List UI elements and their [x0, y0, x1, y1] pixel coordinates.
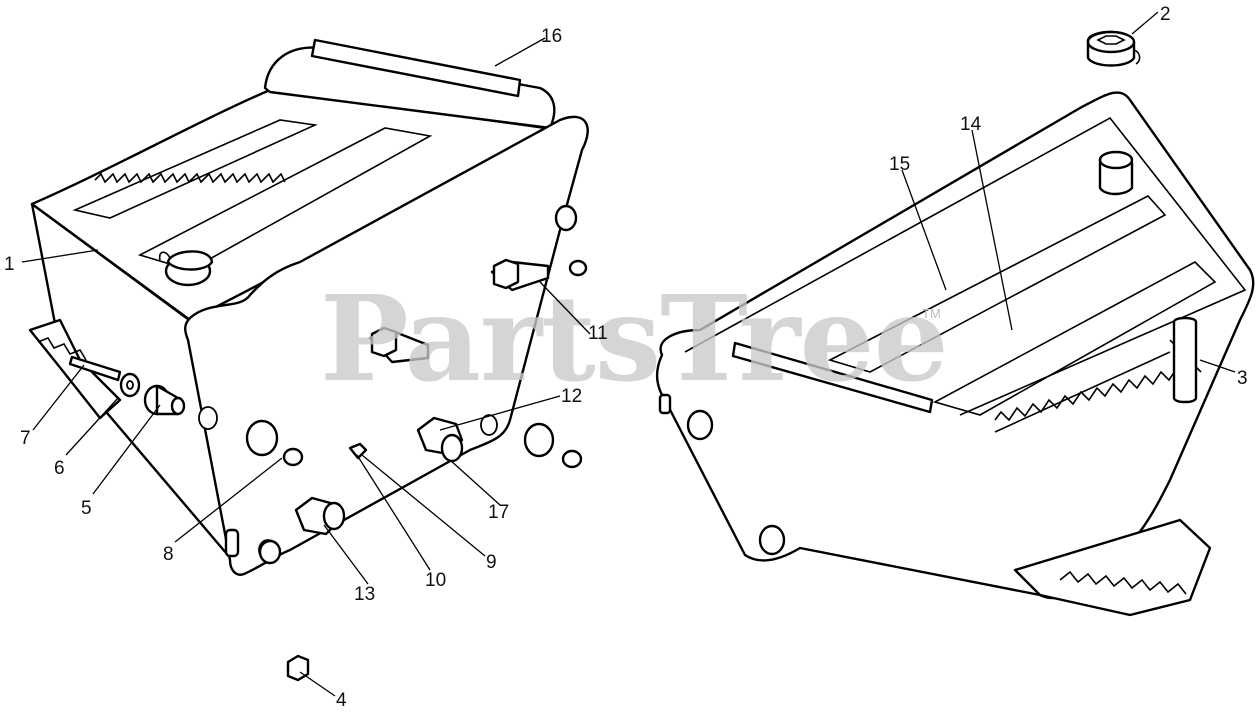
callout-10: 10 — [425, 570, 446, 591]
watermark-trademark: TM — [922, 306, 941, 321]
watermark: PartsTree TM — [320, 269, 949, 408]
callout-9: 9 — [486, 552, 497, 573]
leader-lines — [21, 11, 1236, 697]
callout-16: 16 — [541, 26, 562, 47]
callout-13: 13 — [354, 584, 375, 605]
left-hardware — [68, 204, 588, 682]
callout-numbers: 1 2 3 4 5 6 7 8 9 10 11 12 13 14 15 16 1… — [4, 4, 1248, 711]
callout-5: 5 — [81, 498, 92, 519]
filler-cap-2 — [1086, 30, 1141, 67]
callout-14: 14 — [960, 114, 982, 135]
callout-17: 17 — [488, 502, 509, 523]
callout-4: 4 — [336, 690, 347, 711]
callout-3: 3 — [1237, 368, 1248, 389]
callout-8: 8 — [163, 544, 174, 565]
callout-1: 1 — [4, 254, 15, 275]
right-hydraulic-tank — [655, 91, 1255, 617]
callout-11: 11 — [588, 323, 608, 344]
callout-12: 12 — [561, 386, 582, 407]
rubber-strip-16 — [310, 38, 522, 98]
callout-6: 6 — [54, 458, 65, 479]
callout-2: 2 — [1160, 4, 1171, 25]
callout-15: 15 — [889, 154, 910, 175]
callout-7: 7 — [20, 428, 31, 449]
watermark-text: PartsTree — [320, 269, 948, 408]
